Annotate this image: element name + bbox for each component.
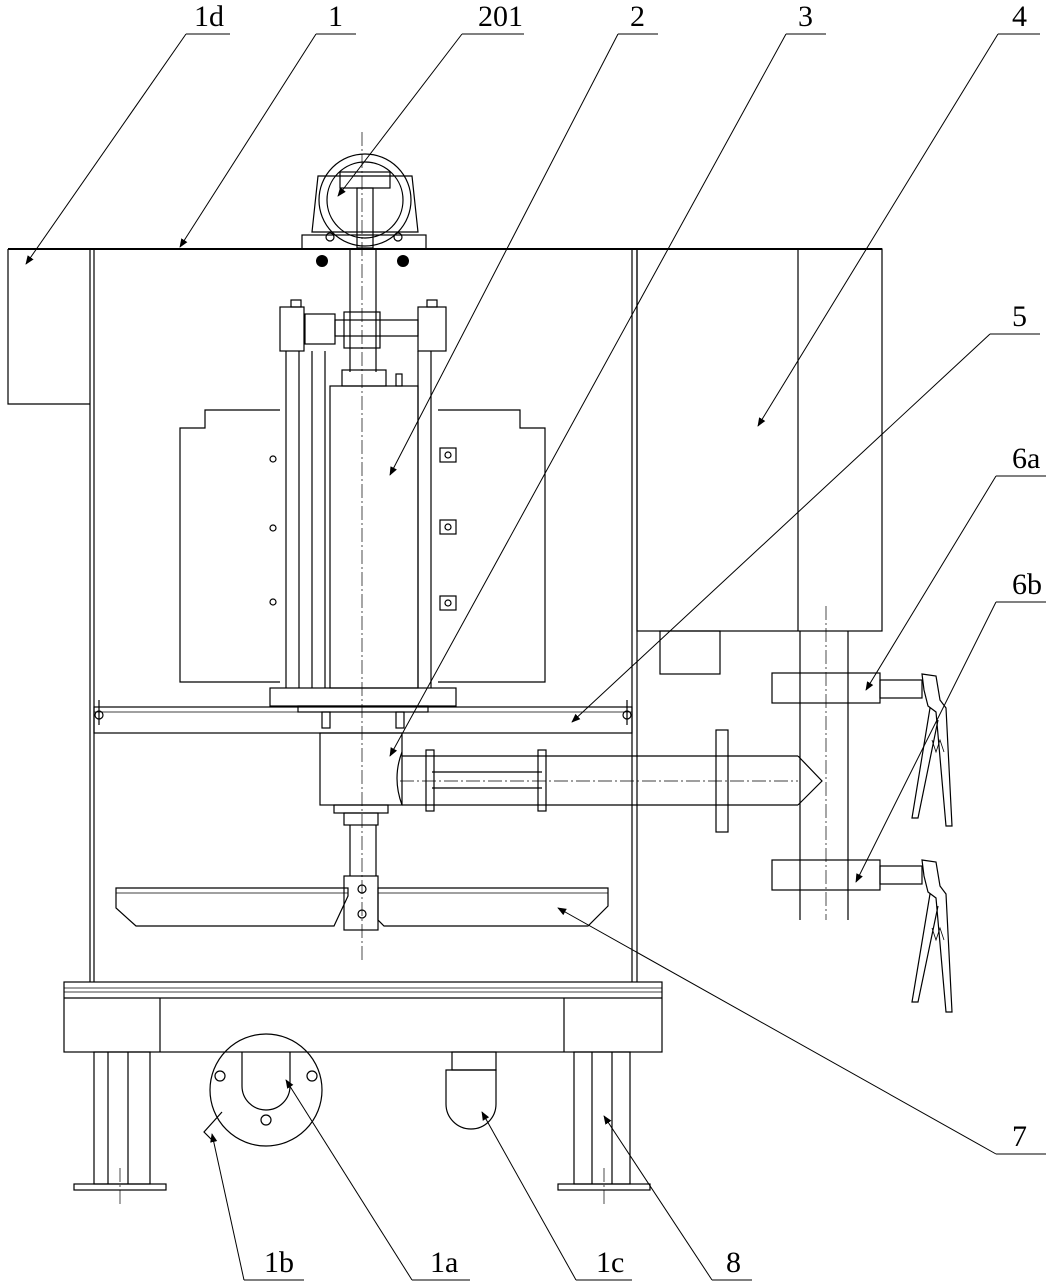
label-1: 1 [328,0,343,33]
label-1b: 1b [264,1246,294,1279]
part-labels: 1d 1 201 2 3 4 5 6a 6b 7 1b 1a 1c 8 [194,0,1042,1279]
label-7: 7 [1012,1120,1027,1153]
drain-port [203,1033,323,1147]
label-1c: 1c [596,1246,624,1279]
main-frame [8,248,882,982]
bearing-seat [301,153,427,267]
label-6b: 6b [1012,568,1042,601]
label-5: 5 [1012,300,1027,333]
valve-6b [771,859,953,1013]
label-8: 8 [726,1246,741,1279]
main-shaft [349,249,377,372]
legs [73,1051,651,1205]
motor-flange [269,687,457,713]
label-2: 2 [630,0,645,33]
outlet-elbow [445,1051,497,1130]
lower-shaft [333,804,389,931]
vertical-manifold [799,606,849,920]
label-201: 201 [478,0,523,33]
label-1d: 1d [194,0,224,33]
mounting-plate [93,700,633,734]
outlet-pipe [400,729,823,833]
base-frame [63,981,663,1053]
label-3: 3 [798,0,813,33]
top-yoke [279,299,447,387]
cabinet [636,248,883,675]
leader-lines [25,33,1046,1281]
label-1a: 1a [430,1246,458,1279]
motor-body [179,385,546,689]
label-6a: 6a [1012,442,1040,475]
side-box [7,249,90,405]
valve-6a [771,672,953,827]
label-4: 4 [1012,0,1027,33]
guide-rods [285,351,432,688]
stirring-blade [115,887,609,927]
